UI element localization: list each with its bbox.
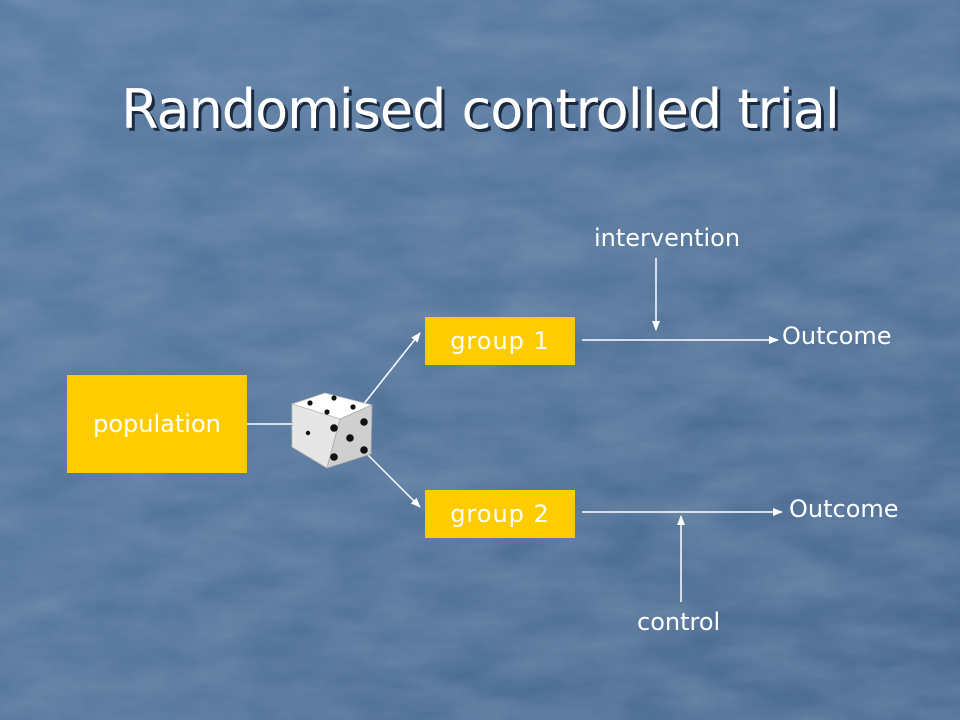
outcome-1-label: Outcome bbox=[782, 322, 892, 350]
group-2-box: group 2 bbox=[425, 490, 575, 538]
group-1-box: group 1 bbox=[425, 317, 575, 365]
population-box: population bbox=[67, 375, 247, 473]
arrow-to-group-2 bbox=[362, 449, 421, 508]
outcome-2-label: Outcome bbox=[789, 495, 899, 523]
arrow-to-group-1 bbox=[362, 332, 421, 406]
control-label: control bbox=[637, 608, 721, 636]
dice-icon bbox=[290, 392, 374, 469]
slide-title: Randomised controlled trial bbox=[121, 78, 840, 141]
intervention-label: intervention bbox=[594, 224, 741, 252]
